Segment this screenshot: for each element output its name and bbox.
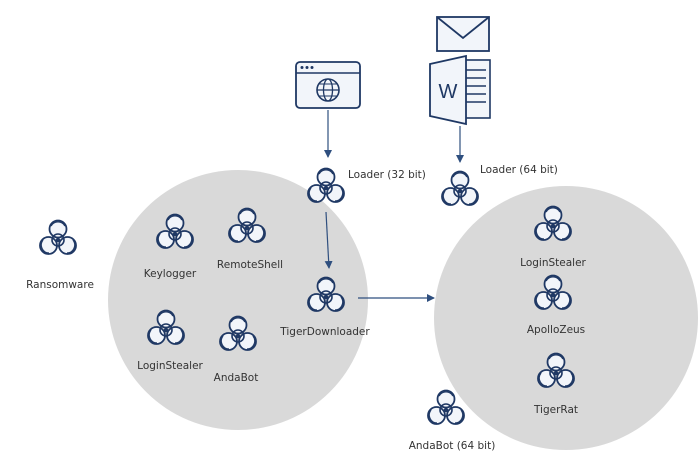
node-label-tigerrat: TigerRat (533, 404, 579, 416)
node-label-andabot64: AndaBot (64 bit) (408, 440, 496, 452)
right-cluster (434, 186, 698, 450)
node-label-remoteshell: RemoteShell (216, 259, 284, 271)
node-label-loginstealer-right: LoginStealer (520, 257, 586, 269)
node-label-andabot: AndaBot (213, 372, 259, 384)
node-label-keylogger: Keylogger (143, 268, 197, 280)
biohazard-icon (427, 389, 465, 425)
biohazard-icon (39, 219, 77, 255)
word-document-icon: W (429, 54, 491, 126)
node-label-ransomware: Ransomware (26, 279, 94, 291)
node-label-apollozeus: ApolloZeus (526, 324, 586, 336)
arrow-loader32-to-tigerdownloader (324, 211, 333, 269)
word-letter: W (439, 81, 458, 103)
biohazard-icon (307, 167, 345, 203)
node-label-tigerdownloader: TigerDownloader (280, 326, 370, 338)
envelope-icon (436, 16, 490, 52)
web-browser-globe-icon (295, 61, 361, 109)
biohazard-icon (441, 170, 479, 206)
node-label-loader32: Loader (32 bit) (348, 169, 426, 181)
node-label-loginstealer-left: LoginStealer (137, 360, 203, 372)
node-label-loader64: Loader (64 bit) (480, 164, 558, 176)
